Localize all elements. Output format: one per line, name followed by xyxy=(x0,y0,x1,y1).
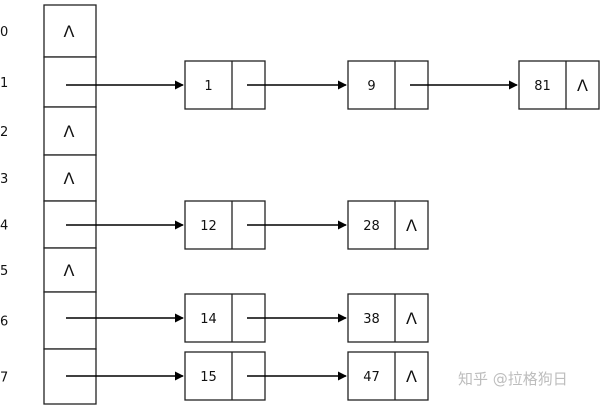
null-pointer-symbol: Λ xyxy=(577,76,588,95)
node-key-1: 1 xyxy=(204,79,212,94)
bucket-cell-5 xyxy=(43,247,97,293)
null-pointer-symbol: Λ xyxy=(406,216,417,235)
node-key-15: 15 xyxy=(200,370,217,385)
bucket-index-4: 4 xyxy=(0,219,8,234)
bucket-index-3: 3 xyxy=(0,172,8,187)
list-node-47 xyxy=(347,351,429,401)
null-pointer-symbol: Λ xyxy=(64,22,75,41)
node-key-28: 28 xyxy=(363,219,380,234)
null-pointer-symbol: Λ xyxy=(64,122,75,141)
bucket-cell-0 xyxy=(43,4,97,58)
node-key-12: 12 xyxy=(200,219,217,234)
bucket-index-7: 7 xyxy=(0,371,8,386)
bucket-cell-6 xyxy=(43,291,97,350)
watermark: 知乎 @拉格狗日 xyxy=(458,370,568,388)
null-pointer-symbol: Λ xyxy=(64,169,75,188)
null-pointer-symbol: Λ xyxy=(64,261,75,280)
bucket-index-5: 5 xyxy=(0,264,8,279)
null-pointer-symbol: Λ xyxy=(406,309,417,328)
node-key-9: 9 xyxy=(367,79,375,94)
list-node-81 xyxy=(518,60,600,110)
bucket-cell-1 xyxy=(43,56,97,108)
node-key-47: 47 xyxy=(363,370,380,385)
node-key-14: 14 xyxy=(200,312,217,327)
bucket-index-1: 1 xyxy=(0,76,8,91)
list-node-38 xyxy=(347,293,429,343)
node-key-38: 38 xyxy=(363,312,380,327)
node-key-81: 81 xyxy=(534,79,551,94)
bucket-index-0: 0 xyxy=(0,25,8,40)
list-node-28 xyxy=(347,200,429,250)
bucket-index-6: 6 xyxy=(0,315,8,330)
bucket-index-2: 2 xyxy=(0,125,8,140)
null-pointer-symbol: Λ xyxy=(406,367,417,386)
